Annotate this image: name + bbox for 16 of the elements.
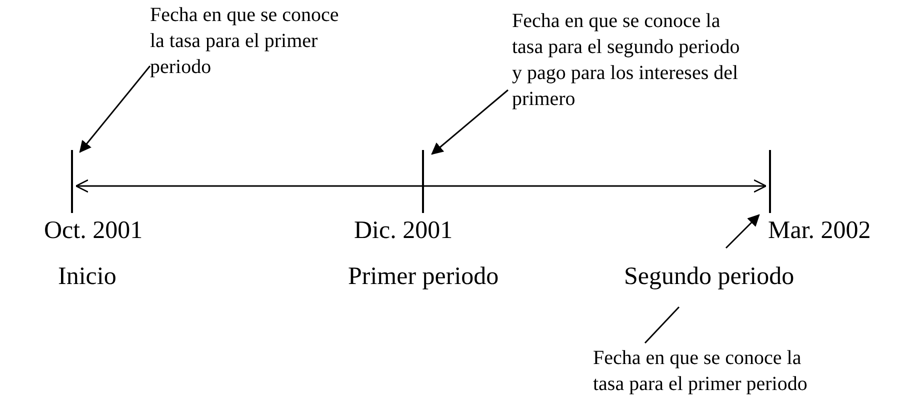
leader-arrow — [79, 66, 151, 153]
leader-arrow — [725, 214, 760, 249]
timeline-arrow — [75, 179, 767, 193]
timeline-tick — [71, 150, 73, 213]
period-label: Inicio — [58, 262, 116, 292]
annotation-text: Fecha en que se conoce la tasa para el primer periodo — [150, 2, 339, 80]
annotation-text: Fecha en que se conoce la tasa para el primer periodo — [593, 345, 808, 397]
timeline-tick — [769, 150, 771, 213]
period-label: Primer periodo — [348, 262, 499, 292]
date-label: Dic. 2001 — [354, 216, 453, 246]
timeline-tick — [422, 150, 424, 213]
date-label: Oct. 2001 — [44, 216, 143, 246]
date-label: Mar. 2002 — [768, 216, 871, 246]
period-label: Segundo periodo — [624, 262, 794, 292]
leader-arrow — [431, 89, 508, 155]
annotation-text: Fecha en que se conoce la tasa para el segundo periodo y pago para los intereses del primero — [512, 8, 740, 112]
